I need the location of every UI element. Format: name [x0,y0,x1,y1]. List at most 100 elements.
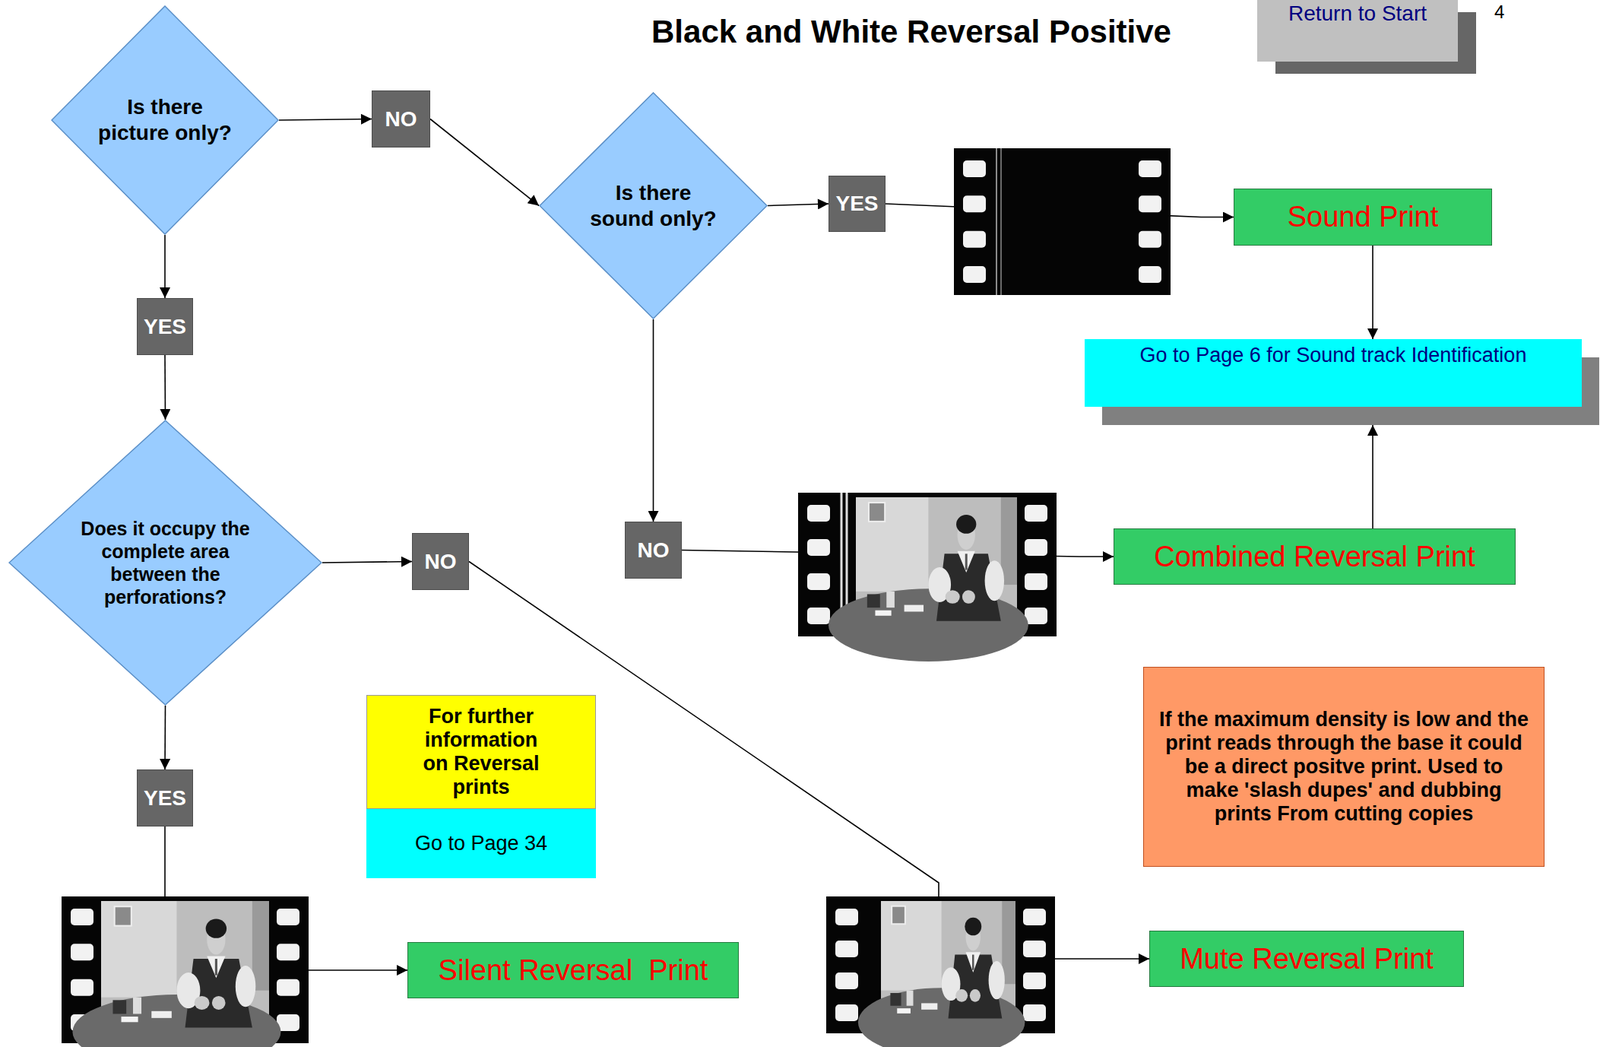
result-text: Mute Reversal Print [1179,942,1434,976]
answer-box: NO [371,90,431,148]
perforation [70,908,94,926]
info-box: For further information on Reversal prin… [366,694,596,878]
perforation [70,943,94,960]
link-face: Go to Page 6 for Sound track Identificat… [1084,339,1582,407]
return-button: Return to Start [1257,0,1477,80]
perforation [835,1004,859,1021]
picture-wall [101,900,177,998]
result-text: Combined Reversal Print [1153,540,1475,574]
result-box: Silent Reversal Print [407,941,739,999]
answer-text: NO [637,538,670,563]
perforation [1023,940,1046,957]
diamond-outline [8,419,323,706]
figure-hand [955,988,968,1002]
page-number: 4 [1494,1,1505,23]
diamond-shape [9,420,322,705]
picture-shadow [252,900,270,991]
flow-arrow [430,119,539,206]
wall-picture [891,906,906,925]
film-strip [826,896,1056,1047]
figure-hand [194,995,210,1010]
perforation [1024,607,1048,625]
flow-arrow [1371,424,1374,529]
figure-sleeve [988,960,1005,999]
table-object [151,1010,172,1018]
perforation [835,972,859,989]
result-box: Sound Print [1233,188,1493,246]
flow-arrow [278,119,372,121]
table-object [867,593,881,608]
film-picture [858,900,1025,1047]
diagram-title: Black and White Reversal Positive [651,13,1172,51]
figure-hand [969,988,981,1002]
perforation [70,979,94,996]
answer-box: YES [136,297,194,355]
perforation [835,908,859,926]
film-picture [72,900,281,1047]
table-object [133,997,142,1014]
flow-arrow [164,354,166,420]
perforation [963,266,986,283]
info-heading-panel: For further information on Reversal prin… [366,694,596,809]
picture-shadow [1001,900,1016,984]
figure-hand [945,589,960,604]
picture-table [828,588,1029,662]
button-text: Return to Start [1288,1,1427,26]
answer-box: YES [828,175,886,232]
film-strip [61,896,309,1047]
decision-diamond: Does it occupy the complete area between… [8,419,323,706]
page-link-box: Go to Page 6 for Sound track Identificat… [1084,339,1600,425]
perforation [963,195,986,213]
figure-sleeve [235,965,257,1007]
flow-arrow [322,561,412,564]
table-object [904,605,924,612]
figure-tie [965,553,968,570]
info-link-panel: Go to Page 34 [366,808,596,878]
perforation [807,607,831,625]
perforation [1023,972,1046,989]
sound-track [1000,148,1002,295]
figure-tie [972,954,974,970]
perforation [1138,266,1162,283]
answer-box: YES [136,769,194,827]
result-text: Sound Print [1287,200,1439,234]
decision-diamond: Is there picture only? [50,5,279,235]
diamond-shape [51,6,279,235]
perforation [1024,504,1048,522]
table-object [112,999,127,1014]
note-text: If the maximum density is low and the pr… [1157,707,1531,826]
button-face: Return to Start [1257,0,1458,62]
answer-text: YES [143,314,187,340]
page-link-text: Go to Page 6 for Sound track Identificat… [1140,343,1528,368]
decision-diamond: Is there sound only? [538,91,768,320]
table-object [874,610,891,616]
diamond-text-holder: Does it occupy the complete area between… [8,419,323,706]
flow-arrow [164,234,166,298]
answer-text: NO [424,549,457,574]
figure-hair [964,917,982,936]
figure-hair [956,514,976,534]
perforation [807,573,831,590]
figure-hair [205,918,227,938]
page-link-text: Go to Page 34 [415,831,548,856]
result-box: Combined Reversal Print [1113,528,1516,585]
sound-track [995,148,998,295]
film-strip [953,148,1171,295]
picture-shadow [1001,497,1018,585]
flow-arrow [164,705,166,770]
perforation [1138,160,1162,178]
diamond-outline [538,91,768,320]
film-base [953,148,1171,295]
answer-text: YES [835,191,878,216]
wall-picture [114,906,132,926]
result-box: Mute Reversal Print [1149,930,1464,987]
perforation [1138,195,1162,213]
perforation [1024,538,1048,556]
table-object [896,1007,911,1014]
figure-hand [212,995,226,1010]
figure-collar [206,955,225,978]
perforation [1023,1004,1046,1021]
flow-arrow [767,203,829,206]
diamond-outline [50,5,279,235]
